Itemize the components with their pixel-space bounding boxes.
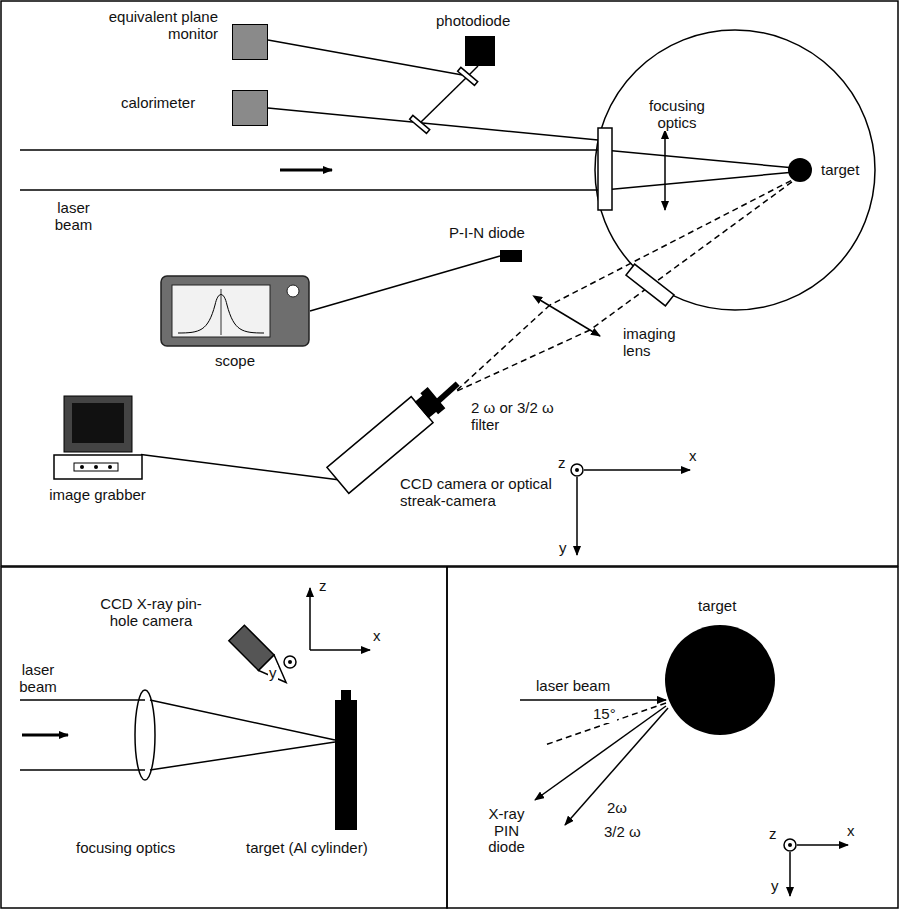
axis-label: y — [268, 665, 278, 682]
axis-label: x — [688, 448, 698, 465]
oscilloscope: scope — [160, 275, 310, 347]
text-label: laser beam — [12, 662, 64, 695]
text-label: X-ray PIN diode — [478, 806, 535, 856]
text-label: target — [820, 162, 860, 179]
text-label: 15° — [592, 706, 617, 723]
text-label: target — [697, 598, 737, 615]
node-label: scope — [160, 353, 310, 370]
node-label: photodiode — [436, 13, 510, 30]
node-label: calorimeter — [121, 95, 195, 112]
text-label: target (Al cylinder) — [245, 840, 369, 857]
text-label: imaging lens — [622, 326, 686, 359]
text-label: 2 ω or 3/2 ω filter — [470, 400, 572, 433]
ccd-camera: CCD camera or optical streak-camera — [330, 390, 450, 495]
node-label: P-I-N diode — [449, 225, 525, 242]
node-label: equivalent plane monitor — [93, 9, 218, 42]
monitor-box: equivalent plane monitor — [232, 24, 268, 60]
axis-label: y — [770, 878, 780, 895]
text-label: laser beam — [535, 678, 611, 695]
axis-label: z — [318, 578, 328, 595]
text-label: focusing optics — [75, 840, 176, 857]
axis-label: x — [846, 823, 856, 840]
calorimeter-box: calorimeter — [232, 90, 268, 126]
signal-cable — [310, 256, 500, 311]
text-label: 3/2 ω — [603, 824, 642, 841]
text-label: focusing optics — [640, 98, 714, 131]
axis-label: x — [372, 628, 382, 645]
node-label: image grabber — [35, 487, 160, 504]
text-label: CCD X-ray pin-hole camera — [85, 596, 217, 629]
grabber-shape — [50, 395, 145, 480]
signal-cable — [141, 455, 342, 481]
image-grabber: image grabber — [50, 395, 145, 480]
axis-label: z — [768, 826, 778, 843]
axis-label: y — [558, 540, 568, 557]
node-label: CCD camera or optical streak-camera — [400, 476, 565, 509]
photodiode-box: photodiode — [465, 36, 495, 66]
text-label: 2ω — [606, 800, 628, 817]
axis-label: z — [557, 455, 567, 472]
scope-shape — [160, 275, 310, 347]
pin-diode: P-I-N diode — [500, 250, 522, 262]
text-label: laser beam — [45, 200, 102, 233]
